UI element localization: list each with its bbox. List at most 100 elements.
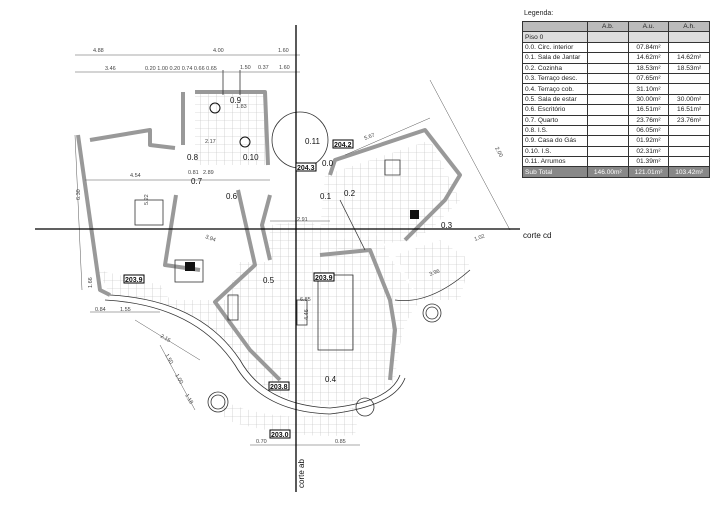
dim-label: 2.89: [203, 170, 214, 176]
cell-name: 0.4. Terraço cob.: [522, 83, 588, 95]
dimension-lines: [74, 54, 511, 446]
header-cell: A.h.: [668, 20, 710, 33]
room-label-0-7: 0.7: [191, 177, 203, 186]
room-label-0-8: 0.8: [187, 153, 199, 162]
cell-au: 14.62m²: [627, 52, 670, 64]
table-row: 0.4. Terraço cob. 31.10m²: [522, 83, 710, 95]
dim-label: 6.85: [300, 297, 311, 303]
cell-ab: [587, 52, 629, 64]
cell-au: 02.31m²: [627, 145, 670, 158]
level-tags: 204.2 204.3 203.9 203.9 203.8 203.0: [123, 139, 354, 439]
cell-ab: [587, 41, 629, 54]
level-tag: 204.2: [334, 142, 352, 149]
empty-cell: [587, 31, 629, 43]
level-tag: 203.0: [271, 432, 289, 439]
dim-label: 3.46: [105, 66, 116, 72]
room-label-0-10: 0.10: [243, 153, 259, 162]
cell-name: 0.0. Circ. interior: [522, 41, 588, 54]
table-row: 0.0. Circ. interior 07.84m²: [522, 41, 710, 54]
level-tag: 203.9: [125, 277, 143, 284]
cell-au: 16.51m²: [627, 104, 670, 116]
table-row: 0.3. Terraço desc.07.65m²: [522, 72, 710, 85]
header-cell: [522, 20, 588, 33]
cell-au: 23.76m²: [627, 114, 670, 126]
thin-lines: [104, 70, 471, 417]
cell-au: 07.84m²: [627, 41, 670, 54]
cell-ah: 14.62m²: [668, 52, 710, 64]
empty-cell: [627, 31, 670, 43]
cell-ah: 16.51m²: [668, 104, 710, 116]
dim-label: 3.94: [204, 234, 216, 243]
floor-label: Piso 0: [522, 31, 588, 43]
dimension-labels: 4.88 4.00 1.60 3.46 0.20 1.00 0.20 0.74 …: [76, 48, 504, 445]
cell-name: 0.1. Sala de Jantar: [522, 52, 588, 64]
cell-name: 0.5. Sala de estar: [522, 93, 588, 106]
cell-ab: [587, 93, 629, 106]
dim-label: 4.00: [213, 48, 224, 54]
cell-au: 31.10m²: [627, 83, 670, 95]
cell-ab: [587, 83, 629, 95]
fixtures: [185, 102, 419, 271]
legend-title: Legenda:: [524, 10, 554, 17]
cell-name: 0.3. Terraço desc.: [522, 72, 588, 85]
room-label-0-4: 0.4: [325, 375, 337, 384]
dim-label: 0.37: [258, 65, 269, 71]
cell-ab: [587, 72, 629, 85]
floor-row: Piso 0: [522, 31, 710, 43]
dim-label: 1.18: [183, 393, 194, 405]
dim-label: 4.54: [130, 173, 141, 179]
dim-label: 5.22: [144, 194, 150, 205]
dim-label: 1.66: [88, 277, 94, 288]
dim-label: 6.30: [76, 189, 82, 200]
empty-cell: [668, 31, 710, 43]
walls: [76, 90, 462, 382]
cell-name: 0.11. Arrumos: [522, 156, 588, 168]
cell-ah: [668, 72, 710, 85]
cell-name: 0.7. Quarto: [522, 114, 588, 126]
room-label-0-0: 0.0: [322, 159, 334, 168]
dim-label: 1.02: [474, 234, 486, 243]
section-label-cd: corte cd: [523, 231, 551, 240]
subtotal-row: Sub Total 146.00m² 121.01m² 103.42m²: [522, 166, 710, 178]
dim-label: 4.46: [304, 309, 310, 320]
subtotal-ab: 146.00m²: [587, 166, 629, 178]
room-label-0-2: 0.2: [344, 189, 356, 198]
subtotal-ah: 103.42m²: [668, 166, 710, 178]
dim-label: 0.81: [188, 170, 199, 176]
cell-ah: 23.76m²: [668, 114, 710, 126]
dim-label: 1.60: [278, 48, 289, 54]
cell-ab: [587, 156, 629, 168]
subtotal-au: 121.01m²: [627, 166, 670, 178]
dim-label: 1.60: [279, 65, 290, 71]
dim-label: 0.20 1.00 0.20 0.74 0.66 0.65: [145, 66, 217, 72]
cell-ah: [668, 145, 710, 158]
dim-label: 2.17: [205, 139, 216, 145]
cell-name: 0.8. I.S.: [522, 124, 588, 137]
dim-label: 1.00: [173, 373, 184, 385]
level-tag: 203.9: [315, 275, 333, 282]
cell-name: 0.6. Escritório: [522, 104, 588, 116]
dim-label: 0.84: [95, 307, 106, 313]
header-cell: A.u.: [627, 20, 670, 33]
section-label-ab: corte ab: [297, 459, 306, 488]
dim-label: 1.83: [236, 104, 247, 110]
cell-au: 30.00m²: [627, 93, 670, 106]
dim-label: 1.50: [240, 65, 251, 71]
room-labels: 0.0 0.1 0.2 0.3 0.4 0.5 0.6 0.7 0.8 0.9 …: [187, 96, 453, 384]
cell-name: 0.10. I.S.: [522, 145, 588, 158]
legend: Legenda: A.b. A.u. A.h. Piso 0 0.0. Circ…: [522, 10, 712, 178]
room-label-0-6: 0.6: [226, 192, 238, 201]
subtotal-label: Sub Total: [522, 166, 588, 178]
cell-au: 18.53m²: [627, 62, 670, 74]
cell-ah: [668, 124, 710, 137]
table-row: 0.10. I.S. 02.31m²: [522, 145, 710, 158]
cell-au: 01.92m²: [627, 135, 670, 147]
